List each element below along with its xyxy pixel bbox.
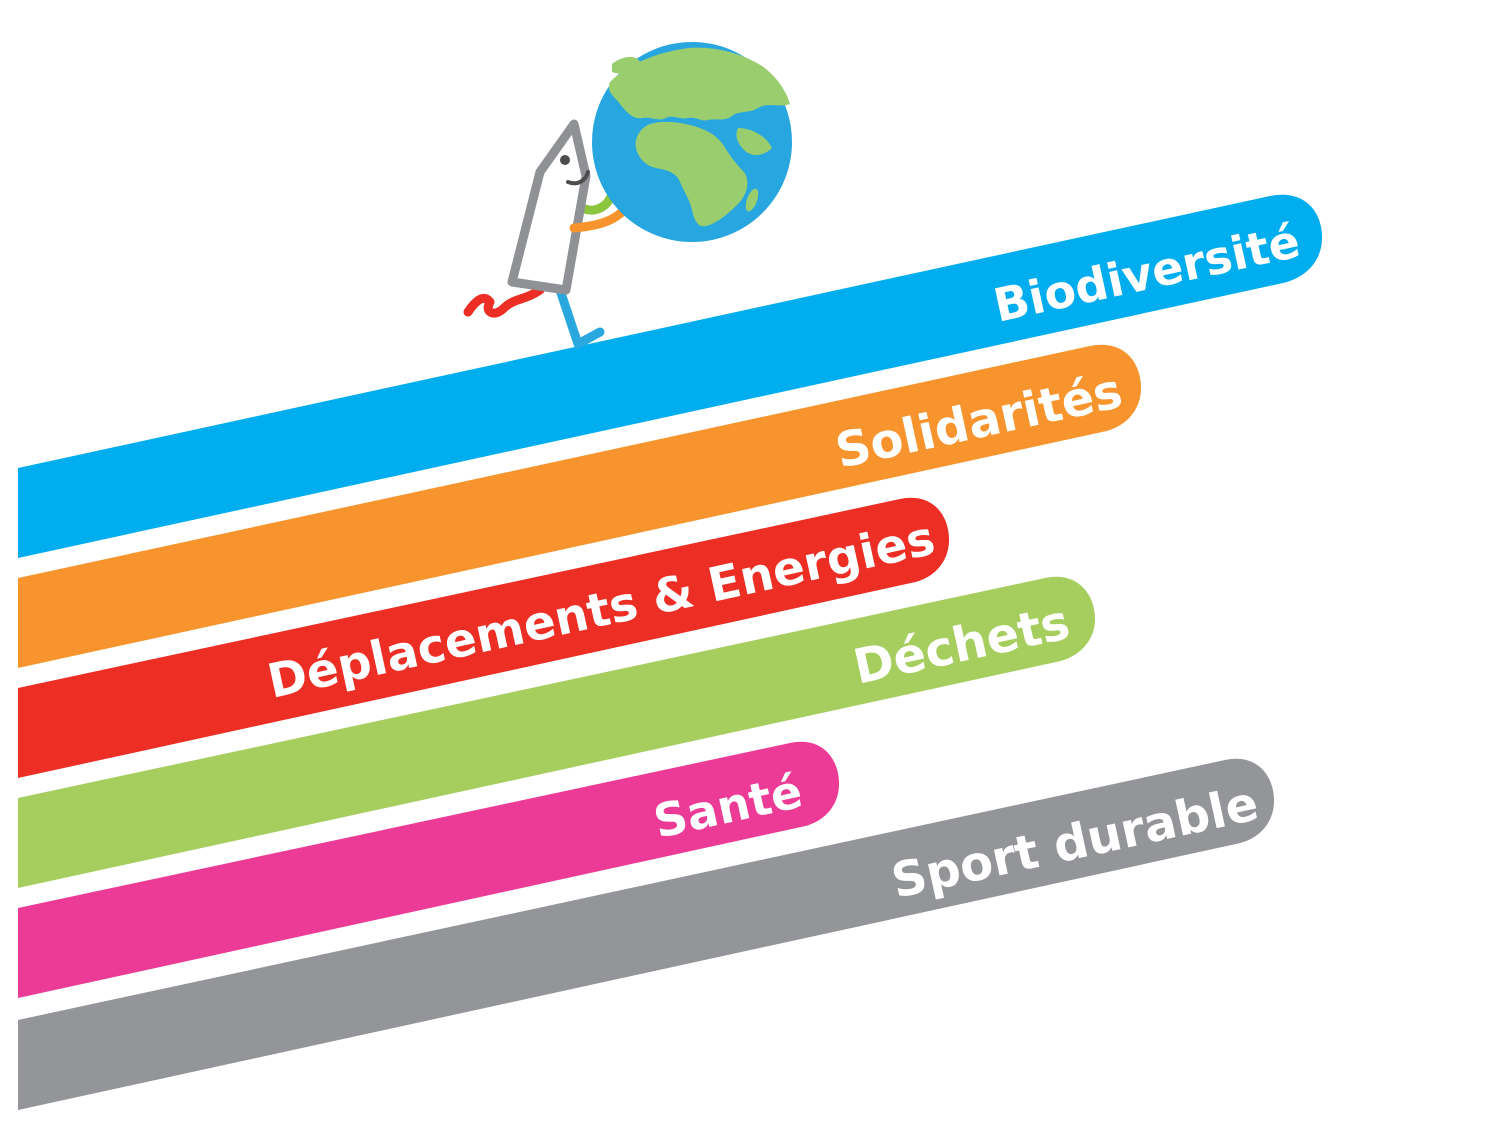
globe-land-europe-asia [608, 47, 790, 121]
band-sante-shape [18, 741, 840, 998]
globe-land-africa [635, 121, 748, 227]
globe-land-greenland [612, 56, 640, 74]
mascot-smile [566, 170, 590, 186]
globe [592, 42, 792, 242]
globe-land-arabia [736, 128, 772, 156]
band-deplacements-shape [18, 497, 950, 778]
band-dechets-shape [18, 576, 1096, 888]
band-sport-shape [18, 758, 1275, 1110]
mascot-back-leg [463, 285, 545, 318]
band-solidarites-shape [18, 344, 1142, 668]
mascot-front-leg [555, 285, 605, 349]
mascot-eye [560, 155, 570, 165]
mascot-body [507, 119, 591, 295]
mascot-figure [463, 119, 631, 349]
globe-land-madagascar [745, 188, 759, 212]
band-biodiversite-shape [18, 194, 1323, 558]
